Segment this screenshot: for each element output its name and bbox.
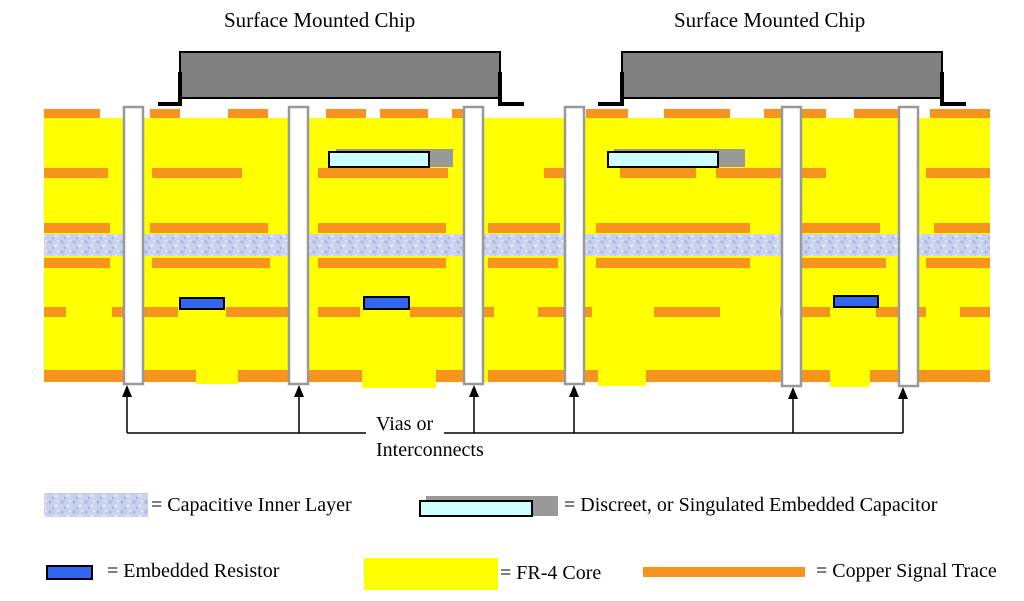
legend-label-capacitor: = Discreet, or Singulated Embedded Capac… [564, 494, 938, 516]
embedded-capacitor-2 [607, 149, 745, 168]
surface-mounted-chip-left [158, 51, 524, 106]
copper-traces [44, 109, 990, 382]
legend-swatch-core [364, 558, 498, 590]
via-callout-lines [126, 393, 904, 434]
legend-swatch-resistor [46, 565, 93, 580]
legend-label-core: = FR-4 Core [500, 562, 602, 584]
embedded-resistors [179, 295, 879, 310]
vias-label-line1: Vias or [376, 413, 434, 435]
chip-title-left: Surface Mounted Chip [224, 8, 416, 32]
legend-label-copper: = Copper Signal Trace [816, 560, 997, 582]
surface-mounted-chip-right [598, 51, 966, 106]
legend-swatch-copper [643, 567, 805, 577]
legend-swatch-capacitive-layer [44, 493, 148, 517]
via-callout-arrowheads [122, 385, 908, 399]
legend-label-capacitive-layer: = Capacitive Inner Layer [151, 494, 352, 516]
vias [122, 105, 920, 388]
chip-title-right: Surface Mounted Chip [674, 8, 866, 32]
vias-label: Vias or Interconnects [376, 411, 484, 463]
embedded-capacitor-1 [328, 149, 453, 168]
legend-label-resistor: = Embedded Resistor [107, 560, 280, 582]
capacitive-inner-layer [44, 234, 990, 256]
vias-label-line2: Interconnects [376, 439, 484, 461]
legend-swatch-capacitor [419, 496, 558, 517]
